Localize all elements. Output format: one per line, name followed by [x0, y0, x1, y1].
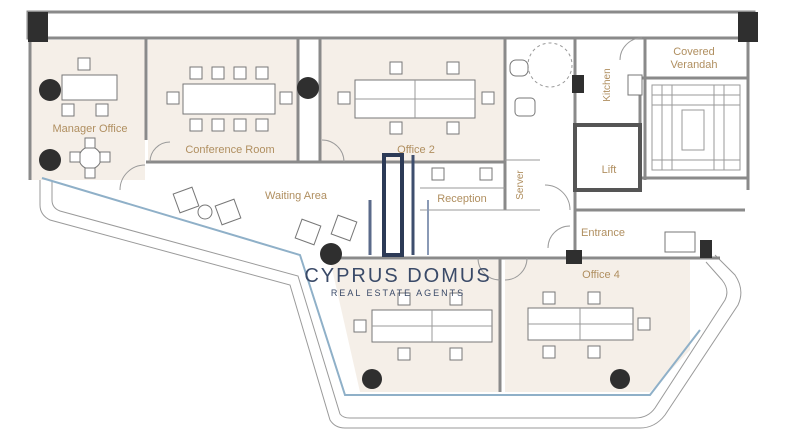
brand-subtitle: REAL ESTATE AGENTS: [331, 288, 465, 298]
label-verandah: Verandah: [670, 59, 717, 71]
door-swings: [119, 37, 643, 281]
conference-table: [166, 66, 293, 132]
logo-mark: [368, 153, 429, 257]
office4-desks: [527, 291, 651, 359]
label-waiting-area: Waiting Area: [265, 190, 328, 202]
office2-desks: [337, 61, 495, 135]
waiting-seats: [172, 167, 493, 246]
label-entrance: Entrance: [581, 227, 625, 239]
label-office-4: Office 4: [582, 269, 620, 281]
label-lift: Lift: [602, 164, 617, 176]
label-manager-office: Manager Office: [52, 123, 127, 135]
columns: [28, 12, 758, 389]
office3-desks: [353, 292, 493, 361]
brand-watermark: CYPRUS DOMUS REAL ESTATE AGENTS: [304, 265, 491, 298]
label-reception: Reception: [437, 193, 487, 205]
wc-fixtures: [509, 42, 696, 253]
manager-office-furniture: [61, 57, 118, 179]
brand-title: CYPRUS DOMUS: [304, 265, 491, 287]
room-labels: Manager Office Conference Room Office 2 …: [52, 46, 717, 281]
staircase: [651, 84, 741, 171]
label-covered: Covered: [673, 46, 715, 58]
label-office-2: Office 2: [397, 144, 435, 156]
balcony-outline: [39, 177, 742, 429]
label-conference-room: Conference Room: [185, 144, 274, 156]
label-server: Server: [515, 170, 526, 200]
label-kitchen: Kitchen: [602, 68, 613, 101]
